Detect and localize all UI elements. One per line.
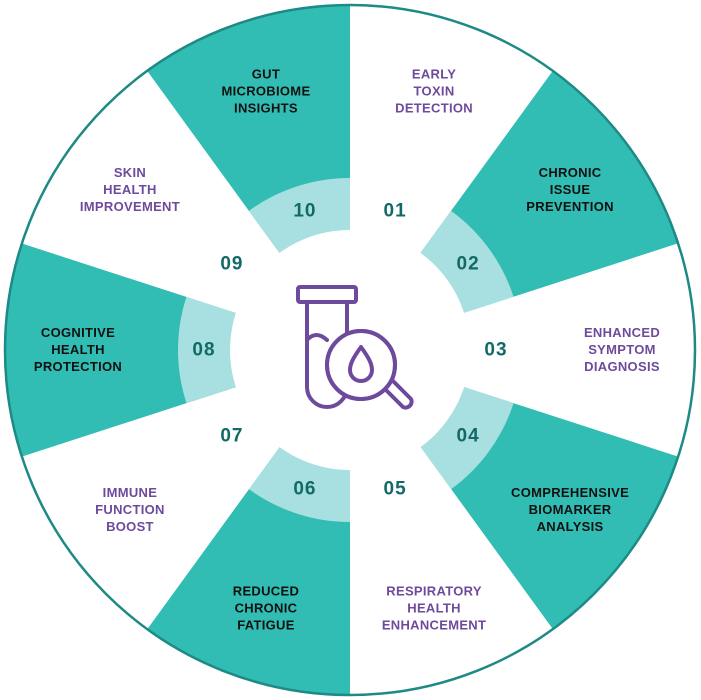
segment-09 <box>21 70 280 313</box>
segment-label-line: GUT <box>252 66 280 81</box>
segment-band-06 <box>248 447 350 522</box>
segment-label-07: IMMUNE FUNCTION BOOST <box>95 485 165 534</box>
segment-label-line: BIOMARKER <box>529 502 612 517</box>
segment-label-05: RESPIRATORY HEALTH ENHANCEMENT <box>382 584 486 633</box>
segment-number-01: 01 <box>384 201 407 222</box>
segments-layer <box>4 5 696 695</box>
segment-07 <box>21 387 280 630</box>
segment-label-line: COMPREHENSIVE <box>511 485 629 500</box>
segment-label-04: COMPREHENSIVE BIOMARKER ANALYSIS <box>511 485 629 534</box>
segment-label-line: ENHANCEMENT <box>382 618 486 633</box>
segment-label-01: EARLY TOXIN DETECTION <box>395 66 473 115</box>
segment-band-08 <box>178 296 236 404</box>
segment-number-07: 07 <box>220 425 243 446</box>
segment-number-04: 04 <box>457 425 480 446</box>
segment-label-06: REDUCED CHRONIC FATIGUE <box>233 584 299 633</box>
segment-label-line: TOXIN <box>414 83 455 98</box>
segment-number-03: 03 <box>484 340 507 361</box>
segment-number-06: 06 <box>293 478 316 499</box>
test-tube-magnifier-icon <box>296 285 414 410</box>
segment-number-10: 10 <box>293 201 316 222</box>
segment-label-line: REDUCED <box>233 584 299 599</box>
segment-number-05: 05 <box>384 478 407 499</box>
labels-layer: EARLY TOXIN DETECTION CHRONIC ISSUE PREVENTIO… <box>34 66 660 632</box>
segment-label-line: HEALTH <box>407 601 461 616</box>
segment-label-line: DETECTION <box>395 100 473 115</box>
segment-label-line: IMMUNE <box>103 485 158 500</box>
segment-label-line: RESPIRATORY <box>386 584 482 599</box>
segment-band-02 <box>420 210 514 313</box>
segment-label-line: HEALTH <box>103 182 157 197</box>
segment-label-line: PROTECTION <box>34 359 122 374</box>
segment-01 <box>350 5 553 253</box>
segment-label-line: EARLY <box>412 66 456 81</box>
segment-number-08: 08 <box>192 340 215 361</box>
segment-label-line: IMPROVEMENT <box>80 199 180 214</box>
segment-05 <box>350 447 553 695</box>
segment-label-line: COGNITIVE <box>41 325 115 340</box>
segment-label-line: FATIGUE <box>237 618 294 633</box>
segment-label-line: ANALYSIS <box>537 519 604 534</box>
segment-label-10: GUT MICROBIOME INSIGHTS <box>221 66 310 115</box>
segment-label-03: ENHANCED SYMPTOM DIAGNOSIS <box>584 325 660 374</box>
outer-ring <box>3 3 697 697</box>
segment-label-line: FUNCTION <box>95 502 165 517</box>
segment-label-line: PREVENTION <box>526 199 614 214</box>
segment-label-08: COGNITIVE HEALTH PROTECTION <box>34 325 122 374</box>
segment-label-line: ENHANCED <box>584 325 660 340</box>
segment-number-09: 09 <box>220 254 243 275</box>
segment-label-line: BOOST <box>106 519 154 534</box>
segment-label-line: MICROBIOME <box>221 83 310 98</box>
segment-label-line: SKIN <box>114 165 146 180</box>
segment-label-09: SKIN HEALTH IMPROVEMENT <box>80 165 180 214</box>
segment-label-line: INSIGHTS <box>234 100 298 115</box>
segment-label-line: ISSUE <box>550 182 591 197</box>
numbers-layer: 01 02 03 04 05 06 07 08 09 10 <box>192 201 507 500</box>
segment-03 <box>464 243 696 457</box>
segment-label-line: CHRONIC <box>539 165 602 180</box>
segment-label-line: CHRONIC <box>235 601 298 616</box>
segment-band-04 <box>420 387 514 490</box>
segment-number-02: 02 <box>457 254 480 275</box>
segment-label-02: CHRONIC ISSUE PREVENTION <box>526 165 614 214</box>
segment-band-10 <box>248 178 350 253</box>
segment-label-line: HEALTH <box>51 342 105 357</box>
segment-label-line: DIAGNOSIS <box>584 359 660 374</box>
segment-08 <box>4 243 236 457</box>
segment-label-line: SYMPTOM <box>588 342 656 357</box>
